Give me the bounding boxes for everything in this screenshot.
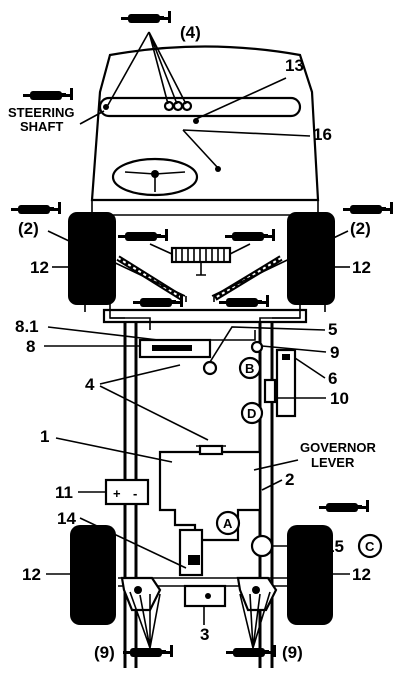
wheel-icon [68, 212, 116, 305]
leader-5 [209, 326, 326, 363]
grease-gun-icon [123, 645, 173, 657]
leader-1 [55, 437, 173, 463]
leader-2-mid [261, 479, 283, 491]
leader-4-top [107, 31, 187, 106]
grease-gun-icon [121, 11, 171, 23]
engine [158, 444, 262, 577]
tie-rods [116, 255, 283, 301]
grease-gun-icon [226, 645, 276, 657]
leader-16b [182, 129, 219, 169]
grease-gun-icon [343, 202, 393, 214]
steering-shaft [98, 96, 302, 118]
leader-8-1 [47, 326, 159, 341]
label-steering-shaft-1: STEERING [8, 105, 74, 120]
label-governor-1: GOVERNOR [300, 440, 376, 455]
wheel-icon [70, 525, 116, 625]
leader-2-right [211, 230, 349, 297]
front-axle [170, 246, 232, 276]
grease-gun-icon [11, 202, 61, 214]
battery-icon: + - [104, 478, 150, 506]
circle-b: B [245, 361, 254, 376]
part-6 [275, 348, 297, 418]
label-10: 10 [330, 389, 349, 408]
label-13: 13 [285, 56, 304, 75]
label-2-right: (2) [350, 219, 371, 238]
circle-c: C [365, 539, 375, 554]
label-5: 5 [328, 320, 337, 339]
leader-9-right [239, 591, 271, 649]
rear-axle [118, 576, 290, 612]
label-9: 9 [330, 343, 339, 362]
grease-gun-icon [118, 229, 168, 241]
steering-wheel-icon [111, 157, 199, 197]
wheel-icon [287, 212, 335, 305]
label-12-right-bot: 12 [352, 565, 371, 584]
label-8: 8 [26, 337, 35, 356]
label-9-right-bot: (9) [282, 643, 303, 662]
grease-gun-icon [219, 295, 269, 307]
leader-6 [294, 357, 326, 379]
label-12-left-top: 12 [30, 258, 49, 277]
label-12-right-top: 12 [352, 258, 371, 277]
label-6: 6 [328, 369, 337, 388]
label-2-left: (2) [18, 219, 39, 238]
label-1: 1 [40, 427, 49, 446]
circle-a: A [223, 516, 233, 531]
leader-16 [182, 129, 311, 137]
label-governor-2: LEVER [311, 455, 355, 470]
label-steering-shaft-2: SHAFT [20, 119, 63, 134]
leader-2-left [47, 230, 186, 297]
wheel-icon [287, 525, 333, 625]
label-2-mid: 2 [285, 470, 294, 489]
label-14: 14 [57, 509, 76, 528]
label-4-mid: 4 [85, 375, 95, 394]
label-4-top: (4) [180, 23, 201, 42]
label-9-left-bot: (9) [94, 643, 115, 662]
label-12-left-bot: 12 [22, 565, 41, 584]
svg-text:-: - [133, 486, 137, 501]
leader-steering [79, 110, 105, 125]
grease-gun-icon [23, 88, 73, 100]
label-3: 3 [200, 625, 209, 644]
label-16: 16 [313, 125, 332, 144]
grease-gun-icon [319, 500, 369, 512]
label-8-1: 8.1 [15, 317, 39, 336]
circle-d: D [247, 406, 256, 421]
label-11: 11 [55, 483, 73, 502]
svg-text:+: + [113, 486, 121, 501]
leader-9-left [129, 591, 161, 649]
leader-governor [253, 459, 299, 471]
leader-4-mid [99, 364, 209, 441]
leader-13 [195, 77, 287, 120]
grease-gun-icon [225, 229, 275, 241]
